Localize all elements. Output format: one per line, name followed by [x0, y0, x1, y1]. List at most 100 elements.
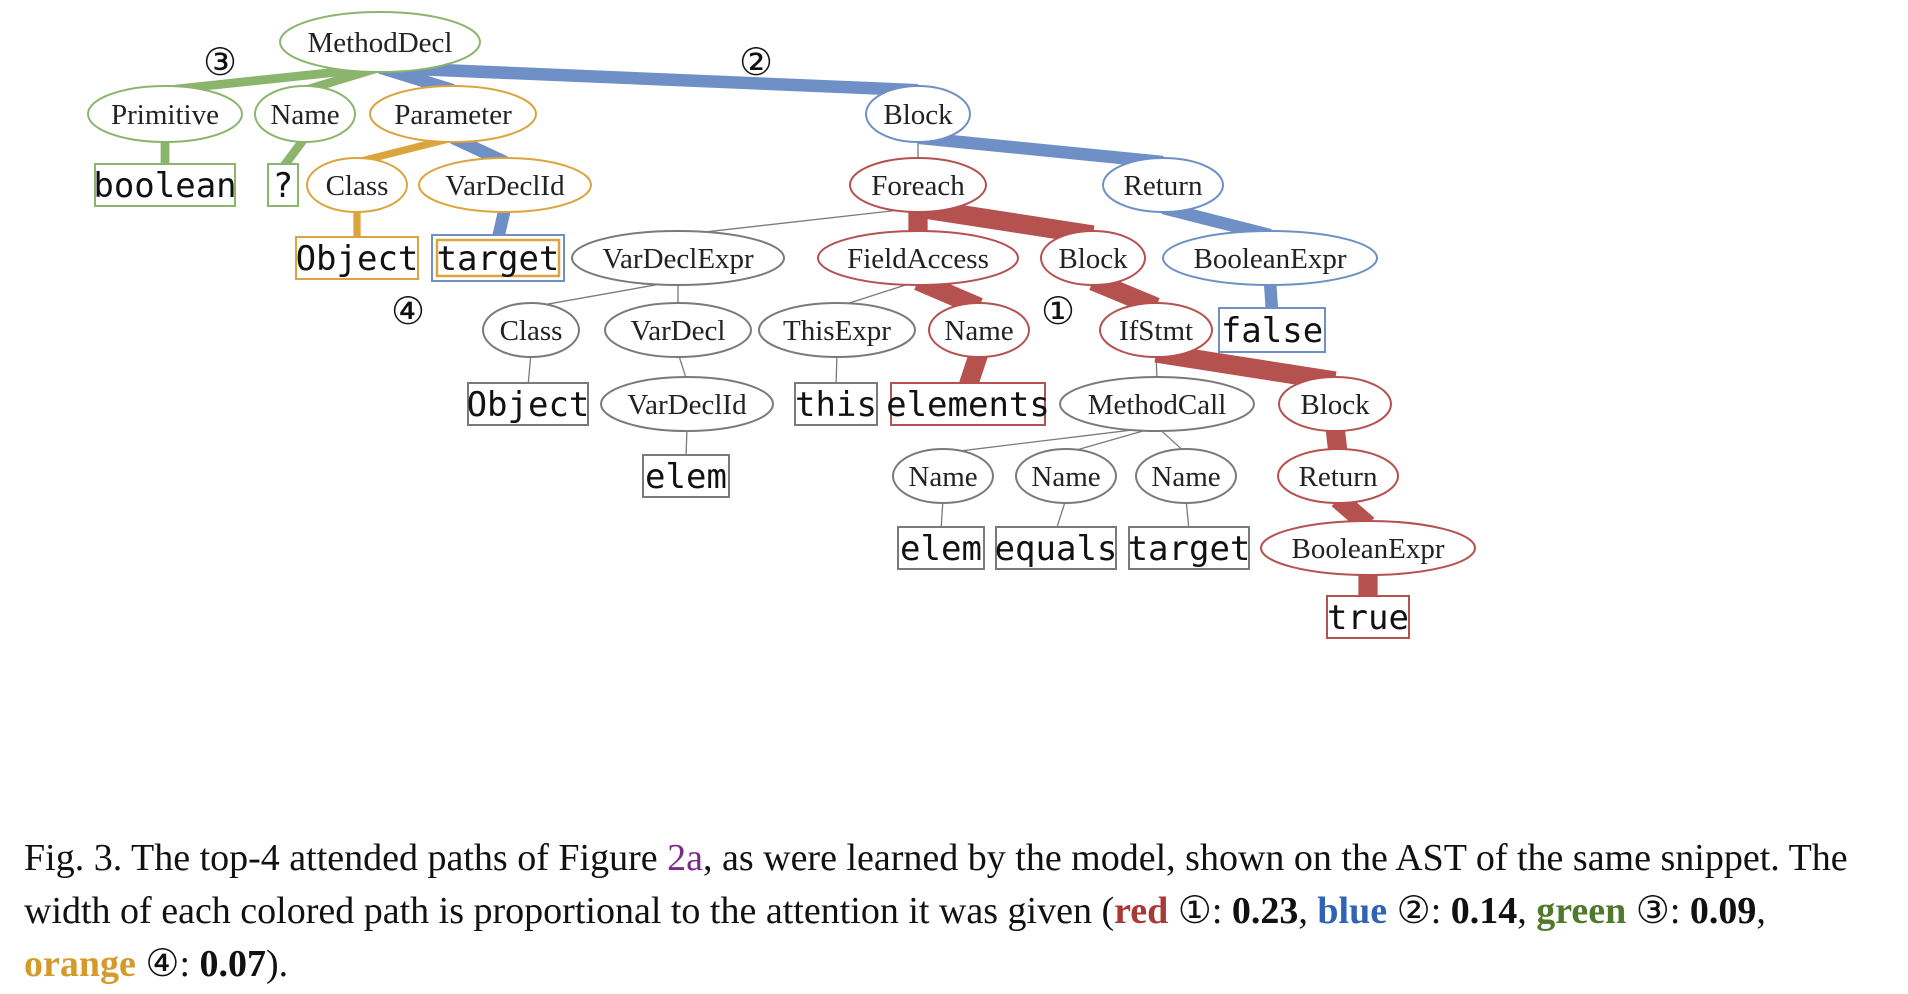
node-shape-ifstmt — [1099, 302, 1213, 358]
edge-name_c-target_leaf — [1185, 498, 1190, 531]
node-shape-elements_leaf — [890, 382, 1046, 426]
caption-green-word: green — [1536, 890, 1627, 932]
node-label-boolexpr_if: BooleanExpr — [1291, 533, 1444, 565]
node-label-elem_leaf: elem — [900, 529, 982, 569]
node-fieldaccess: FieldAccess — [817, 230, 1019, 286]
node-shape-equals_leaf — [995, 526, 1117, 570]
marker-1: ① — [1041, 289, 1075, 333]
node-label-name_top: Name — [270, 99, 339, 131]
node-label-methoddecl: MethodDecl — [308, 27, 453, 59]
caption-middle: , as were learned by the model, shown on… — [24, 837, 1848, 932]
node-label-object_var: Object — [467, 385, 590, 425]
node-shape-class_param — [306, 157, 408, 213]
node-shape-name_c — [1135, 448, 1237, 504]
node-label-false_leaf: false — [1221, 311, 1323, 351]
node-parameter: Parameter — [369, 85, 537, 143]
node-label-block_mid: Block — [1058, 243, 1128, 275]
node-label-ifstmt: IfStmt — [1119, 315, 1193, 347]
edge-vardeclid_param-target_param — [491, 206, 512, 240]
edge-vardeclid_var-elem_var — [685, 426, 688, 459]
node-label-elem_var: elem — [645, 457, 727, 497]
edge-name_b-equals_leaf — [1055, 498, 1067, 531]
node-shape-block_mid — [1040, 230, 1146, 286]
node-label-qmark: ? — [273, 166, 293, 206]
node-shape-methodcall — [1059, 376, 1255, 432]
caption-red-marker: ①: — [1168, 890, 1232, 932]
node-elem_var: elem — [642, 454, 730, 498]
node-shape-vardeclid_param — [418, 157, 592, 213]
node-shape-vardecl — [604, 302, 752, 358]
node-vardecl: VarDecl — [604, 302, 752, 358]
edge-thisexpr-this_leaf — [835, 352, 838, 387]
node-label-vardeclexpr: VarDeclExpr — [602, 243, 754, 275]
caption-sep-2: , — [1517, 890, 1537, 932]
node-shape-false_leaf — [1218, 307, 1326, 353]
node-label-this_leaf: this — [795, 385, 877, 425]
node-foreach: Foreach — [849, 157, 987, 213]
node-this_leaf: this — [794, 382, 878, 426]
caption-sep-3: , — [1756, 890, 1766, 932]
node-block_mid: Block — [1040, 230, 1146, 286]
edge-foreach-block_mid — [916, 198, 1095, 245]
marker-3: ③ — [203, 40, 237, 84]
edge-name_field-elements_leaf — [958, 349, 989, 390]
node-shape-elem_leaf — [897, 526, 985, 570]
caption-red-word: red — [1114, 890, 1169, 932]
node-shape-name_field — [928, 302, 1030, 358]
node-shape-parameter — [369, 85, 537, 143]
node-primitive: Primitive — [87, 85, 243, 143]
caption-blue-word: blue — [1317, 890, 1388, 932]
node-shape-object_param — [295, 236, 419, 280]
node-label-block_top: Block — [883, 99, 953, 131]
node-block_if: Block — [1278, 376, 1392, 432]
node-shape-elem_var — [642, 454, 730, 498]
node-label-primitive: Primitive — [111, 99, 219, 131]
node-label-elements_leaf: elements — [886, 385, 1050, 425]
node-name_b: Name — [1015, 448, 1117, 504]
node-shape-name_b — [1015, 448, 1117, 504]
node-label-true_leaf: true — [1327, 598, 1409, 638]
node-shape-class_var — [482, 302, 580, 358]
caption-blue-value: 0.14 — [1450, 890, 1518, 932]
node-label-parameter: Parameter — [394, 99, 512, 131]
caption-red-value: 0.23 — [1231, 890, 1299, 932]
node-label-block_if: Block — [1300, 389, 1370, 421]
caption-blue-marker: ②: — [1387, 890, 1451, 932]
node-shape-primitive — [87, 85, 243, 143]
edge-block_top-return_top — [917, 131, 1164, 169]
node-methoddecl: MethodDecl — [279, 11, 481, 73]
caption-orange-word: orange — [24, 943, 136, 985]
node-label-equals_leaf: equals — [995, 529, 1118, 569]
node-label-boolexpr_top: BooleanExpr — [1193, 243, 1346, 275]
node-boolexpr_top: BooleanExpr — [1162, 230, 1378, 286]
node-ifstmt: IfStmt — [1099, 302, 1213, 358]
node-shape-vardeclid_var — [600, 376, 774, 432]
node-return_if: Return — [1277, 448, 1399, 504]
node-object_param: Object — [295, 236, 419, 280]
node-class_var: Class — [482, 302, 580, 358]
node-shape-thisexpr — [758, 302, 916, 358]
node-shape-fieldaccess — [817, 230, 1019, 286]
node-shape-name_top — [254, 85, 356, 143]
node-false_leaf: false — [1218, 307, 1326, 353]
edge-boolexpr_top-false_leaf — [1263, 280, 1279, 312]
caption-prefix: Fig. 3. The top-4 attended paths of Figu… — [24, 837, 668, 879]
node-label-fieldaccess: FieldAccess — [847, 243, 989, 275]
node-shape-qmark — [267, 163, 299, 207]
node-target_leaf: target — [1128, 526, 1250, 570]
edge-ifstmt-block_if — [1154, 343, 1337, 391]
node-label-class_param: Class — [326, 170, 389, 202]
node-shape-name_a — [892, 448, 994, 504]
caption-figure-ref[interactable]: 2a — [667, 837, 703, 879]
node-shape-target_leaf — [1128, 526, 1250, 570]
node-object_var: Object — [467, 382, 590, 426]
node-label-object_param: Object — [296, 239, 419, 279]
node-label-foreach: Foreach — [871, 170, 965, 202]
node-shape-block_if — [1278, 376, 1392, 432]
node-vardeclid_param: VarDeclId — [418, 157, 592, 213]
node-shape-return_top — [1102, 157, 1224, 213]
node-class_param: Class — [306, 157, 408, 213]
node-label-thisexpr: ThisExpr — [783, 315, 891, 347]
node-label-name_field: Name — [944, 315, 1013, 347]
